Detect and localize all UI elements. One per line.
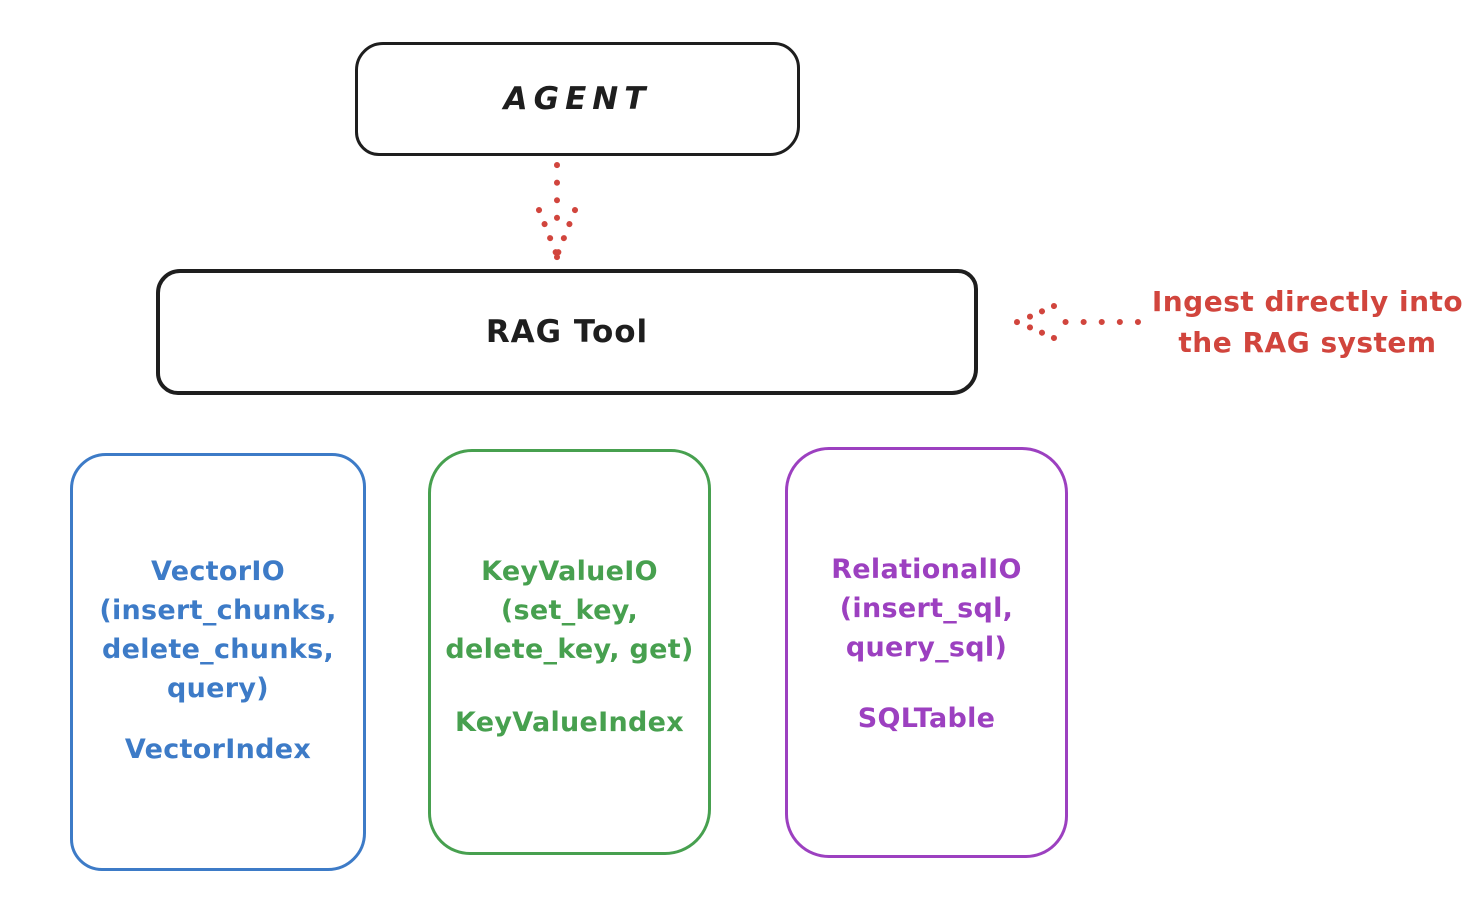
vector-index-label: VectorIndex: [124, 734, 312, 765]
keyvalue-io-param-line: (set_key,: [500, 595, 639, 626]
ingest-annotation-line2: the RAG system: [1178, 326, 1437, 359]
keyvalue-io-title: KeyValueIO: [481, 556, 658, 587]
vector-io-param-line: query): [167, 673, 269, 704]
relational-io-param-line: (insert_sql,: [839, 593, 1014, 624]
rag-tool-box: RAG Tool: [156, 269, 978, 395]
rag-tool-box-label: RAG Tool: [485, 314, 649, 350]
ingest-annotation: Ingest directly into the RAG system: [1135, 281, 1480, 363]
sql-table-label: SQLTable: [857, 703, 996, 734]
ingest-annotation-line1: Ingest directly into: [1151, 285, 1464, 318]
agent-box-label: AGENT: [503, 81, 652, 117]
vector-io-title: VectorIO: [151, 556, 285, 587]
dotted-arrow-left-icon: [1010, 296, 1145, 352]
relational-io-param-line: query_sql): [845, 632, 1008, 663]
dotted-arrow-down-icon: [525, 160, 589, 266]
relational-io-title: RelationalIO: [831, 554, 1022, 585]
keyvalue-io-box: KeyValueIO (set_key, delete_key, get) Ke…: [428, 449, 711, 855]
keyvalue-io-param-line: delete_key, get): [445, 634, 694, 665]
relational-io-box: RelationalIO (insert_sql, query_sql) SQL…: [785, 447, 1068, 858]
vector-io-param-line: delete_chunks,: [101, 634, 335, 665]
vector-io-param-line: (insert_chunks,: [99, 595, 337, 626]
keyvalue-index-label: KeyValueIndex: [454, 707, 684, 738]
vector-io-box: VectorIO (insert_chunks, delete_chunks, …: [70, 453, 366, 871]
agent-box: AGENT: [355, 42, 800, 156]
